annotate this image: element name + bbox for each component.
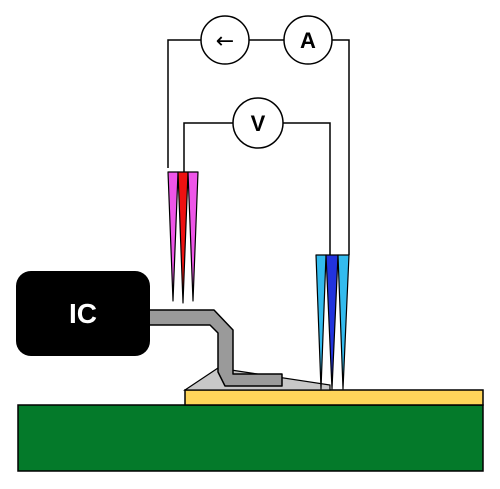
force-probe-right (315, 254, 327, 390)
ammeter-label: A (300, 28, 316, 53)
current-source: ← (200, 15, 250, 65)
voltmeter-label: V (251, 111, 266, 136)
solder-pad (184, 389, 484, 406)
current-source-arrow-icon: ← (216, 29, 234, 54)
pcb-board (17, 404, 484, 472)
voltmeter: V (232, 97, 284, 149)
voltage-loop-wires (183, 122, 331, 255)
sense-probe-left (177, 171, 189, 304)
right-probe-pair (315, 254, 350, 390)
ic-lead (147, 309, 283, 387)
ic-package (16, 271, 150, 356)
force-probe-left-outer (187, 171, 199, 302)
sense-probe-right (325, 254, 339, 390)
ic-label: IC (69, 298, 97, 329)
force-probe-left (167, 171, 179, 302)
current-loop-wires (167, 39, 350, 255)
ammeter: A (283, 15, 333, 65)
left-probe-pair (167, 171, 199, 304)
force-probe-right-outer (337, 254, 350, 390)
